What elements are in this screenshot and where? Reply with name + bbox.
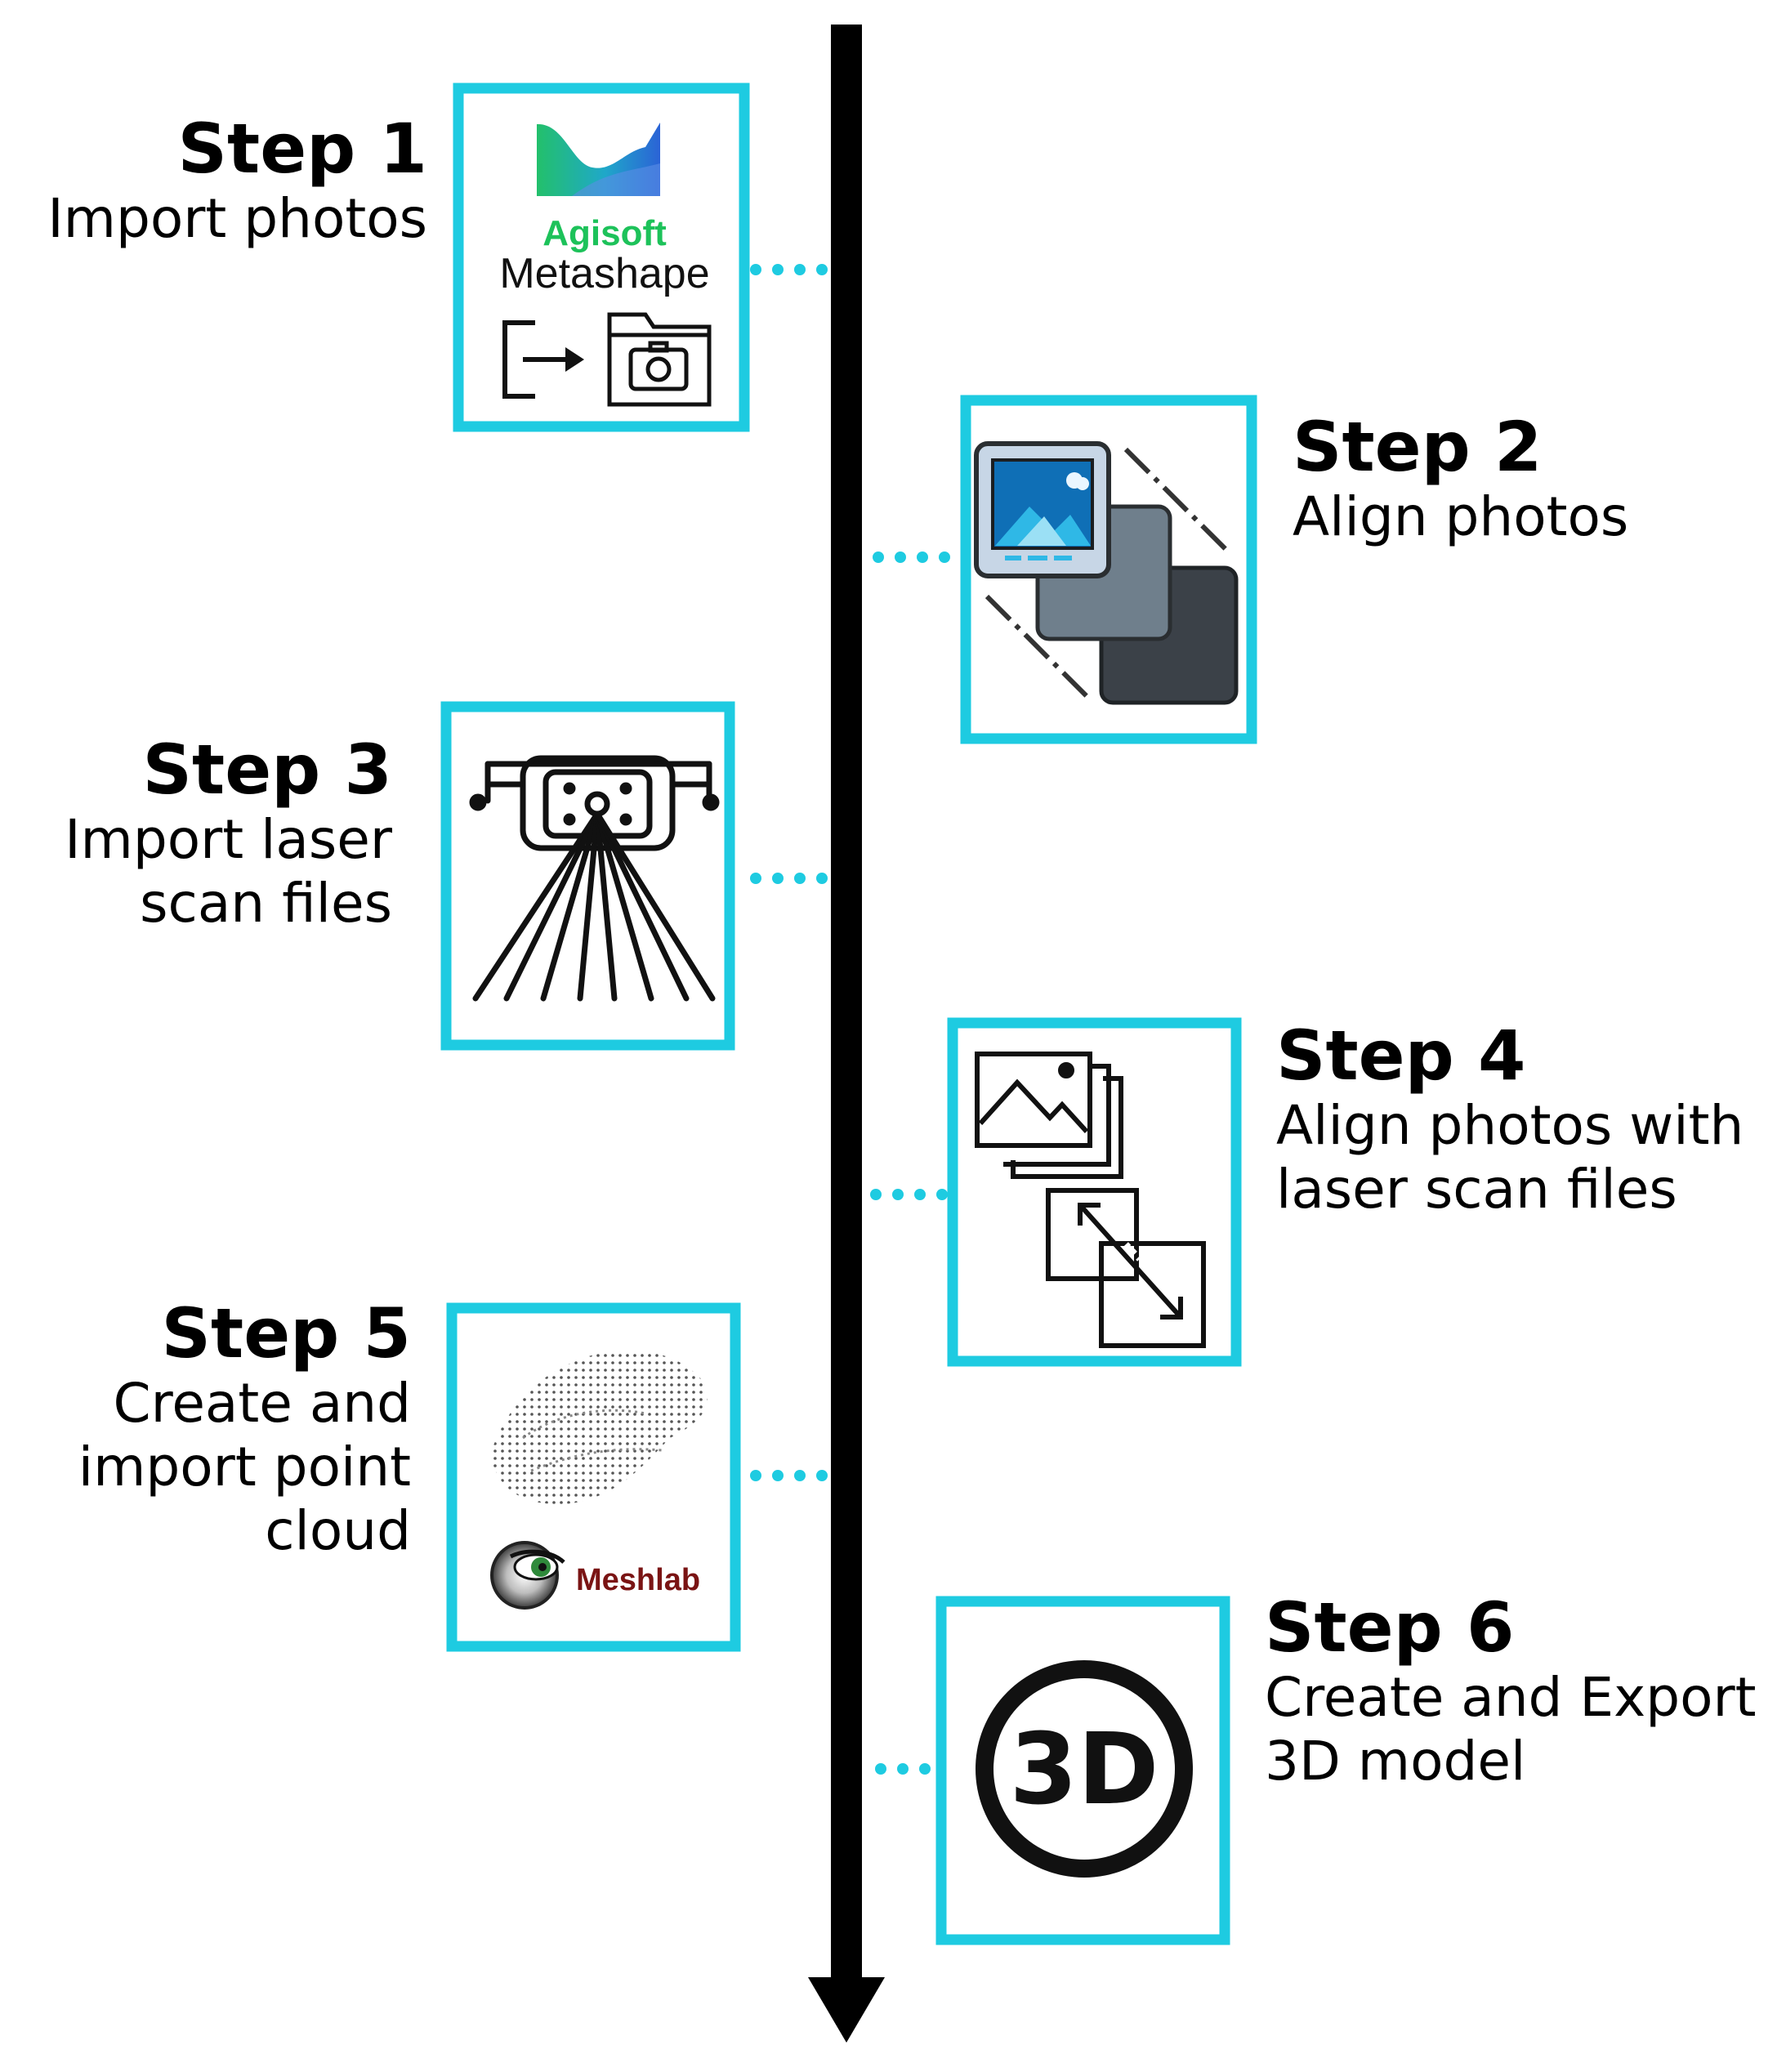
connector-step-6 [875,1763,953,1775]
step-3-label: Step 3 Import laser scan files [65,731,392,936]
timeline-arrow [808,25,885,2043]
step-5-title: Step 5 [161,1293,411,1373]
step-5-label: Step 5 Create and import point cloud [78,1295,411,1563]
step-1-label: Step 1 Import photos [47,110,427,251]
step-6-description: Create and Export 3D model [1265,1666,1757,1793]
step-6-title: Step 6 [1265,1587,1515,1668]
align-images-scan-icon [975,1052,1206,1348]
import-arrow-icon [502,320,572,399]
3d-model-icon: 3D [976,1660,1193,1878]
step-2-label: Step 2 Align photos [1293,409,1628,549]
metashape-import-icon: Agisoft Metashape [499,123,712,407]
connector-step-1 [750,264,828,275]
import-arrowhead [565,347,584,372]
step-2-card [960,395,1257,744]
step-4-card [947,1017,1242,1367]
step-2-description: Align photos [1293,485,1629,549]
connector-step-3 [750,873,828,884]
step-5-card: Meshlab [446,1302,741,1652]
step-4-label: Step 4 Align photos with laser scan file… [1276,1017,1744,1221]
agisoft-logo-text: Agisoft [542,213,667,253]
folder-camera-icon [607,312,712,407]
step-6-card: 3D [935,1596,1230,1945]
connector-step-5 [750,1470,828,1481]
meshlab-logo-text: Meshlab [576,1563,700,1597]
step-2-title: Step 2 [1293,407,1543,487]
step-3-card [440,701,735,1051]
step-1-title: Step 1 [177,109,427,189]
step-1-card: Agisoft Metashape [453,83,750,432]
step-3-description: Import laser scan files [65,808,392,935]
align-photos-icon [974,441,1239,705]
connector-step-4 [870,1189,948,1200]
step-1-description: Import photos [47,187,427,251]
3d-logo-text: 3D [1009,1713,1159,1827]
step-4-title: Step 4 [1276,1016,1526,1096]
step-5-description: Create and import point cloud [78,1372,411,1562]
connector-step-2 [873,551,950,563]
step-6-label: Step 6 Create and Export 3D model [1265,1589,1756,1793]
metashape-logo-text: Metashape [499,250,709,297]
point-cloud-meshlab-icon: Meshlab [490,1351,708,1610]
laser-scanner-icon [469,755,720,1002]
step-3-title: Step 3 [142,730,392,810]
connectors [750,264,953,1775]
step-4-description: Align photos with laser scan files [1276,1094,1744,1221]
